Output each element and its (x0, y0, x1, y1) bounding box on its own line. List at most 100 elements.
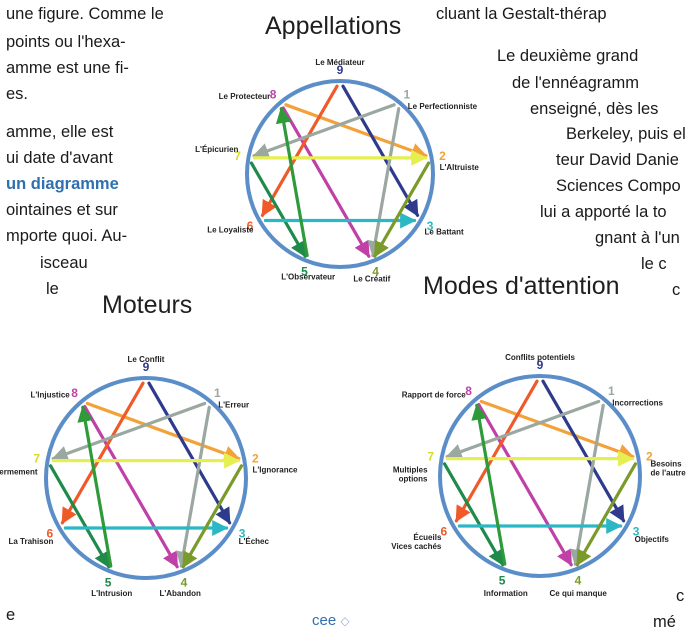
arrow-9-to-3 (147, 381, 232, 525)
point-label-9: Conflits potentiels (505, 353, 575, 362)
point-number-6: 6 (247, 219, 254, 233)
point-number-5: 5 (301, 265, 308, 279)
arrow-9-to-3 (541, 379, 626, 523)
cee-logo: cee ◇ (312, 612, 350, 629)
point-number-8: 8 (71, 386, 78, 400)
bg-text-left-12: e (6, 606, 16, 624)
point-label-5: Information (484, 589, 528, 598)
point-number-3: 3 (633, 525, 640, 539)
arrow-1-to-4 (367, 107, 401, 258)
point-number-7: 7 (33, 452, 40, 466)
point-number-4: 4 (575, 573, 582, 587)
point-label-5: L'Intrusion (91, 589, 132, 598)
point-label-1: Incorrections (612, 398, 663, 407)
point-number-7: 7 (234, 149, 241, 163)
point-number-2: 2 (252, 452, 259, 466)
enneagram-circle (245, 79, 435, 269)
point-number-5: 5 (499, 573, 506, 587)
bg-text-right-5: Berkeley, puis el (566, 125, 686, 143)
point-number-1: 1 (214, 386, 221, 400)
point-label-9: Le Conflit (128, 355, 165, 364)
bg-text-left-6: ui date d'avant (6, 149, 113, 167)
point-label-4: Ce qui manque (550, 589, 608, 598)
bg-text-right-3: de l'ennéagramm (512, 74, 639, 92)
point-number-1: 1 (608, 384, 615, 398)
logo-mark-icon: ◇ (340, 614, 350, 628)
point-label-8: Rapport de force (402, 390, 467, 399)
arrow-7-to-5 (249, 161, 307, 258)
bg-text-left-1: une figure. Comme le (6, 5, 164, 23)
bg-text-right-2: Le deuxième grand (497, 47, 639, 65)
bg-text-right-8: lui a apporté la to (540, 203, 667, 221)
bg-text-left-8: ointaines et sur (6, 201, 118, 219)
bg-text-right-1: cluant la Gestalt-thérap (436, 5, 607, 23)
point-number-9: 9 (537, 358, 544, 372)
arrow-5-to-8 (77, 405, 113, 568)
arrow-8-to-2 (284, 103, 428, 159)
arrow-7-to-5 (442, 462, 505, 567)
arrow-8-to-2 (479, 399, 635, 460)
point-label-4: L'Abandon (159, 589, 201, 598)
arrow-8-to-4 (83, 404, 179, 569)
arrow-1-to-7 (51, 401, 207, 462)
bg-link-diagramme[interactable]: un diagramme (6, 175, 119, 193)
point-number-8: 8 (465, 384, 472, 398)
enneagram-circle (438, 374, 642, 578)
arrow-5-to-8 (275, 107, 309, 258)
bg-text-left-10: isceau (40, 254, 88, 272)
diagram-title-appellations: Appellations (265, 12, 402, 40)
arrow-5-to-8 (471, 403, 507, 566)
arrow-8-to-2 (85, 401, 241, 462)
point-label-9: Le Médiateur (315, 58, 364, 67)
bg-text-right-4: enseigné, dès les (530, 100, 659, 118)
point-number-8: 8 (270, 87, 277, 101)
point-number-4: 4 (181, 575, 188, 589)
arrow-1-to-4 (569, 403, 605, 566)
bg-text-left-9: mporte quoi. Au- (6, 227, 128, 245)
bg-text-right-13: mé (653, 613, 676, 631)
point-label-2: L'Altruiste (440, 163, 480, 172)
bg-text-right-11: c (672, 281, 681, 299)
point-label-3: Objectifs (635, 535, 670, 544)
point-label-8: L'Injustice (30, 390, 70, 399)
point-label-7: L'Épicurien (195, 145, 238, 154)
point-number-5: 5 (105, 575, 112, 589)
point-label-3: L'Échec (239, 537, 270, 546)
bg-text-right-12: c (676, 587, 685, 605)
point-number-7: 7 (427, 450, 434, 464)
point-label-5: L'Observateur (281, 272, 335, 281)
point-label-6: La Trahison (8, 537, 53, 546)
arrow-9-to-6 (60, 381, 145, 525)
point-label-1: Le Perfectionniste (408, 102, 478, 111)
arrow-9-to-6 (454, 379, 539, 523)
arrow-9-to-3 (341, 84, 420, 217)
point-label-1: L'Erreur (218, 400, 249, 409)
point-number-9: 9 (337, 63, 344, 77)
enneagram-circle (44, 376, 248, 580)
arrow-9-to-6 (260, 84, 339, 217)
arrow-7-to-5 (48, 464, 111, 569)
bg-text-left-4: es. (6, 85, 29, 103)
bg-text-left-11: le (46, 280, 59, 298)
point-number-1: 1 (404, 87, 411, 101)
point-number-3: 3 (239, 527, 246, 541)
diagram-title-modes: Modes d'attention (423, 272, 620, 300)
point-label-3: Le Battant (425, 228, 464, 237)
arrow-1-to-7 (252, 103, 396, 159)
arrow-2-to-4 (373, 161, 431, 258)
point-number-2: 2 (439, 149, 446, 163)
point-number-9: 9 (143, 360, 150, 374)
point-number-4: 4 (372, 265, 379, 279)
bg-text-right-9: gnant à l'un (595, 229, 680, 247)
point-label-8: Le Protecteur (219, 92, 271, 101)
diagram-title-moteurs: Moteurs (102, 291, 193, 319)
bg-text-left-3: amme est une fi- (6, 59, 129, 77)
bg-text-right-7: Sciences Compo (556, 177, 681, 195)
arrow-8-to-4 (281, 106, 371, 258)
arrow-1-to-4 (175, 405, 211, 568)
